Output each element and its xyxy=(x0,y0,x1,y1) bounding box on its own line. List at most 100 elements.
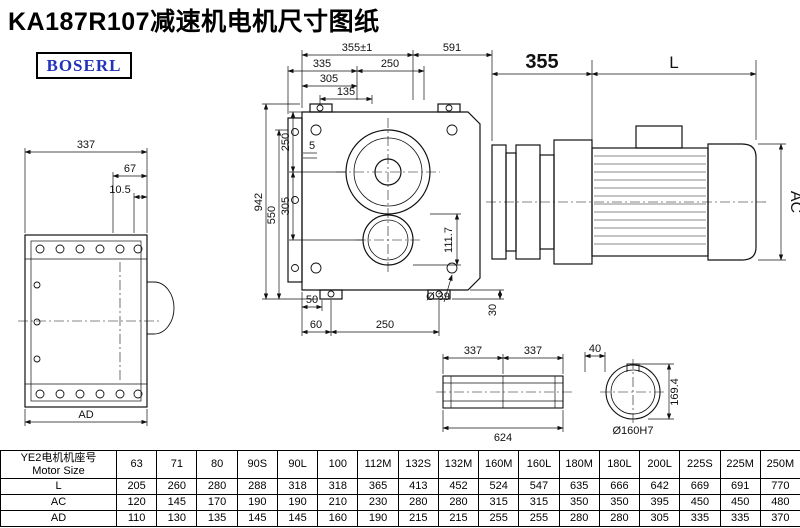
column-header-cell: 225S xyxy=(679,450,721,479)
column-header-cell: 132S xyxy=(397,450,439,479)
dim-front-250-top: 250 xyxy=(381,58,399,70)
dim-shaft-337-right: 337 xyxy=(524,345,542,357)
column-header-cell: 90S xyxy=(236,450,278,479)
size-value-cell: 335 xyxy=(679,510,721,527)
size-value-cell: 135 xyxy=(196,510,238,527)
size-value-cell: 350 xyxy=(558,494,600,511)
size-value-cell: 170 xyxy=(196,494,238,511)
bore-centerlines xyxy=(600,359,666,425)
motor-side-view xyxy=(491,125,757,265)
size-value-cell: 669 xyxy=(679,478,721,495)
size-value-cell: 635 xyxy=(558,478,600,495)
technical-drawing: 337 67 10.5 AD 355±1 591 335 250 305 135… xyxy=(18,42,800,444)
size-value-cell: 205 xyxy=(115,478,158,495)
column-header-cell: 160M xyxy=(478,450,520,479)
size-value-cell: 450 xyxy=(719,494,761,511)
dim-side-ad: AD xyxy=(78,409,93,421)
column-header-cell: 100 xyxy=(317,450,359,479)
column-header-cell: 200L xyxy=(639,450,681,479)
column-header-cell: 160L xyxy=(518,450,560,479)
dim-motor-l: L xyxy=(669,53,678,72)
size-value-cell: 260 xyxy=(156,478,198,495)
size-value-cell: 145 xyxy=(236,510,278,527)
column-header-cell: 132M xyxy=(437,450,480,479)
size-value-cell: 210 xyxy=(317,494,359,511)
dim-bore-169-4: 169.4 xyxy=(669,378,681,406)
size-value-cell: 280 xyxy=(196,478,238,495)
column-header-cell: 180M xyxy=(558,450,600,479)
size-value-cell: 318 xyxy=(317,478,359,495)
size-value-cell: 110 xyxy=(115,510,158,527)
dim-front-111-7: 111.7 xyxy=(443,227,455,253)
dimension-labels: 337 67 10.5 AD 355±1 591 335 250 305 135… xyxy=(77,42,800,444)
size-value-cell: 190 xyxy=(276,494,319,511)
column-header-cell: 71 xyxy=(156,450,198,479)
side-view-centerlines xyxy=(18,262,160,381)
size-value-cell: 770 xyxy=(759,478,800,495)
dim-side-10-5: 10.5 xyxy=(109,184,130,196)
size-value-cell: 255 xyxy=(478,510,520,527)
front-view-centerlines xyxy=(336,118,440,272)
dim-front-250-bottom: 250 xyxy=(376,319,394,331)
size-value-cell: 524 xyxy=(478,478,520,495)
size-value-cell: 413 xyxy=(397,478,439,495)
size-value-cell: 190 xyxy=(357,510,399,527)
row-label-cell: L xyxy=(0,478,117,495)
column-header-cell: 180L xyxy=(598,450,641,479)
gearbox-front-view xyxy=(287,103,481,300)
size-value-cell: 280 xyxy=(437,494,480,511)
dim-front-250-left: 250 xyxy=(280,133,292,151)
dim-front-30: 30 xyxy=(487,304,499,316)
side-view-bolt-holes xyxy=(33,244,143,399)
size-value-cell: 642 xyxy=(639,478,681,495)
page-title: KA187R107减速机电机尺寸图纸 xyxy=(8,8,380,36)
dim-front-305-top: 305 xyxy=(320,73,338,85)
size-value-cell: 145 xyxy=(156,494,198,511)
dim-front-60: 60 xyxy=(310,319,322,331)
row-label-cell: AD xyxy=(0,510,117,527)
column-header-cell: 90L xyxy=(276,450,319,479)
dim-front-942: 942 xyxy=(253,193,265,211)
size-value-cell: 666 xyxy=(598,478,641,495)
dim-motor-ac: AC xyxy=(787,191,800,213)
dim-shaft-40: 40 xyxy=(589,343,601,355)
dim-front-550: 550 xyxy=(266,206,278,224)
dim-front-591: 591 xyxy=(443,42,461,54)
size-value-cell: 547 xyxy=(518,478,560,495)
motor-size-header-en: Motor Size xyxy=(32,464,85,477)
size-value-cell: 280 xyxy=(397,494,439,511)
size-value-cell: 318 xyxy=(276,478,319,495)
size-value-cell: 365 xyxy=(357,478,399,495)
size-value-cell: 315 xyxy=(518,494,560,511)
size-value-cell: 255 xyxy=(518,510,560,527)
dim-side-width: 337 xyxy=(77,139,95,151)
column-header-cell: 80 xyxy=(196,450,238,479)
size-value-cell: 395 xyxy=(639,494,681,511)
dim-motor-355: 355 xyxy=(525,51,558,73)
column-header-cell: 112M xyxy=(357,450,399,479)
dim-front-335: 335 xyxy=(313,58,331,70)
column-header-cell: 250M xyxy=(759,450,800,479)
size-value-cell: 120 xyxy=(115,494,158,511)
size-value-cell: 280 xyxy=(598,510,641,527)
size-value-cell: 280 xyxy=(558,510,600,527)
size-value-cell: 305 xyxy=(639,510,681,527)
size-value-cell: 288 xyxy=(236,478,278,495)
dim-front-50: 50 xyxy=(306,294,318,306)
motor-fins xyxy=(594,155,706,245)
size-value-cell: 215 xyxy=(397,510,439,527)
size-value-cell: 691 xyxy=(719,478,761,495)
dim-front-135: 135 xyxy=(337,86,355,98)
brand-logo: BOSERL xyxy=(36,52,132,79)
column-header-cell: 63 xyxy=(115,450,158,479)
size-value-cell: 215 xyxy=(437,510,480,527)
dim-front-305-left: 305 xyxy=(280,197,292,215)
size-value-cell: 335 xyxy=(719,510,761,527)
dim-front-5: 5 xyxy=(309,140,315,152)
dim-front-dia39: Ø 39 xyxy=(426,291,450,303)
dim-front-355-tol: 355±1 xyxy=(342,42,373,54)
